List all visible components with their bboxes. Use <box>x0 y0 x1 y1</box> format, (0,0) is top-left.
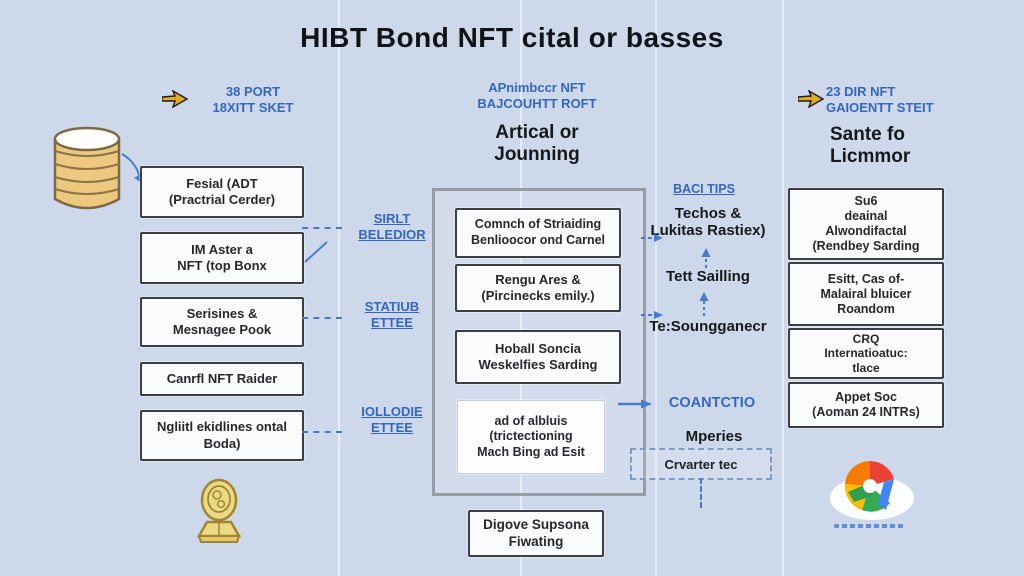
connector-diagonal <box>303 240 329 264</box>
gold-trophy-icon <box>193 478 245 546</box>
dashed-up-arrow <box>700 248 712 268</box>
left-box-4: Canrfl NFT Raider <box>140 362 304 396</box>
flow-mperies-label: Mperies <box>685 428 743 445</box>
bottom-box: Digove Supsona Fiwating <box>468 510 604 557</box>
blue-label-2: STATIUB ETTEE <box>364 299 420 331</box>
dashed-connector <box>700 478 702 508</box>
flow-blue-label: COANTCTIO <box>668 395 756 411</box>
top-center-blue-label: APnimbccr NFT BAJCOUHTT ROFT <box>477 80 597 112</box>
logo-caption-illegible <box>834 524 904 528</box>
flow-step-1: Techos & Lukitas Rastiex) <box>650 205 766 240</box>
left-box-3: Serisines & Mesnagee Pook <box>140 297 304 347</box>
right-box-4: Appet Soc (Aoman 24 INTRs) <box>788 382 944 428</box>
yellow-arrow-icon <box>798 90 824 108</box>
blue-label-3: IOLLODIE ETTEE <box>361 404 423 436</box>
blue-label-1: SIRLT BELEDIOR <box>358 211 426 243</box>
left-box-5: Ngliitl ekidlines ontal Boda) <box>140 410 304 461</box>
background-stripe <box>782 0 784 576</box>
background-stripe <box>338 0 340 576</box>
coin-stack-icon <box>50 123 124 215</box>
middle-box-3: Hoball Soncia Weskelfies Sarding <box>455 330 621 384</box>
top-center-black-label: Artical or Jounning <box>494 122 580 165</box>
background-stripe <box>655 0 657 576</box>
flow-step-3: Te:Soungganecr <box>649 318 767 335</box>
right-box-1: Su6 deainal Alwondifactal (Rendbey Sardi… <box>788 188 944 260</box>
dashed-connector <box>302 431 342 433</box>
dashed-connector <box>302 317 342 319</box>
left-box-2: IM Aster a NFT (top Bonx <box>140 232 304 284</box>
dashed-up-arrow <box>698 292 710 316</box>
top-left-label: 38 PORT 18XITT SKET <box>212 84 294 116</box>
right-arrow <box>618 398 652 410</box>
right-box-2: Esitt, Cas of- Malairal bluicer Roandom <box>788 262 944 326</box>
dashed-connector <box>302 227 342 229</box>
right-arrow <box>641 233 663 243</box>
page-title: HIBT Bond NFT cital or basses <box>300 22 724 53</box>
right-arrow <box>641 310 663 320</box>
middle-box-1: Comnch of Striaiding Benlioocor ond Carn… <box>455 208 621 258</box>
left-box-1: Fesial (ADT (Practrial Cerder) <box>140 166 304 218</box>
right-box-3: CRQ Internatioatuc: tlace <box>788 328 944 379</box>
middle-box-4-dashed: ad of albluis (trictectioning Mach Bing … <box>457 400 605 474</box>
yellow-arrow-icon <box>162 90 188 108</box>
top-right-black-label: Sante fo Licmmor <box>830 124 911 167</box>
flow-dashed-box: Crvarter tec <box>630 448 772 480</box>
multicolor-swirl-logo <box>828 458 914 528</box>
flow-step-2: Tett Sailling <box>666 268 750 285</box>
middle-box-2: Rengu Ares & (Pircinecks emily.) <box>455 264 621 312</box>
flow-header: BACI TIPS <box>673 182 735 196</box>
top-right-blue-label: 23 DIR NFT GAIOENTT STEIT <box>826 84 934 116</box>
